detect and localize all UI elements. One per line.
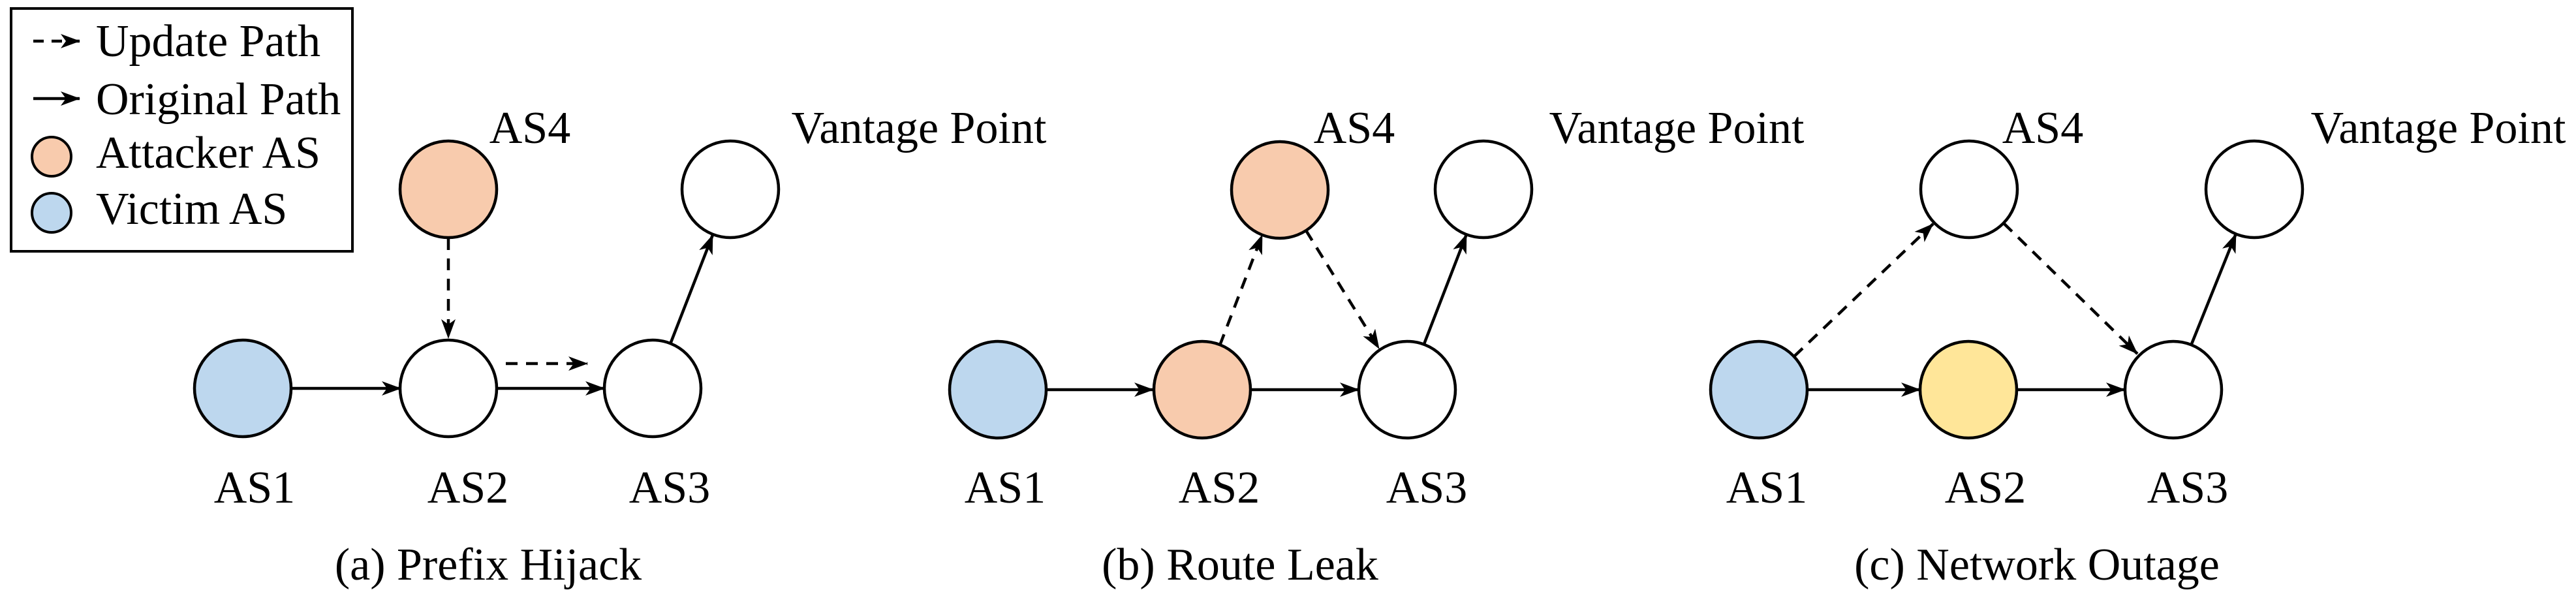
label-b-as3: AS3	[1386, 463, 1467, 513]
label-a-as3: AS3	[629, 463, 710, 513]
legend-item-original-path: Original Path	[33, 74, 341, 125]
label-c-as4: AS4	[2002, 103, 2083, 153]
label-b-as4: AS4	[1314, 103, 1395, 153]
edge-b-as3-vantage-point	[1422, 234, 1468, 345]
node-a-as1	[193, 338, 293, 439]
node-b-as4	[1230, 140, 1330, 240]
caption-c: (c) Network Outage	[1854, 540, 2220, 590]
caption-a: (a) Prefix Hijack	[335, 540, 642, 590]
node-c-as3	[2123, 339, 2224, 440]
legend-item-attacker-as: Attacker AS	[31, 128, 320, 178]
legend-item-victim-as: Victim AS	[31, 184, 287, 234]
label-b-as2: AS2	[1179, 463, 1260, 513]
node-b-as2	[1152, 339, 1252, 440]
label-c-vantage-point: Vantage Point	[2311, 103, 2566, 153]
label-a-vantage-point: Vantage Point	[792, 103, 1047, 153]
label-b-as1: AS1	[965, 463, 1046, 513]
node-c-as2	[1918, 339, 2019, 440]
node-a-as2	[398, 338, 499, 439]
node-a-as3	[602, 338, 703, 439]
diagrams: AS1 AS2 AS3 AS4 Vantage Point (a) Prefix Hija…	[193, 103, 2566, 590]
edge-b-as4-as3-update	[1305, 229, 1380, 350]
label-a-as1: AS1	[214, 463, 295, 513]
edge-a-as3-vantage-point	[668, 234, 715, 345]
legend-icon-victim-as	[31, 192, 72, 234]
legend-box	[10, 7, 354, 253]
node-a-vantage-point	[680, 139, 781, 240]
diagram-c: AS1 AS2 AS3 AS4 Vantage Point (c) Network Out…	[1709, 103, 2566, 590]
label-c-as1: AS1	[1726, 463, 1807, 513]
diagram-a: AS1 AS2 AS3 AS4 Vantage Point (a) Prefix Hija…	[193, 103, 1047, 590]
node-b-as3	[1357, 339, 1457, 440]
node-a-as4	[398, 139, 499, 240]
legend-label-update-path: Update Path	[96, 16, 320, 67]
caption-b: (b) Route Leak	[1102, 540, 1378, 590]
diagram-b: AS1 AS2 AS3 AS4 Vantage Point (b) Route Leak	[948, 103, 1805, 590]
legend-icon-attacker-as	[31, 136, 72, 178]
legend-item-update-path: Update Path	[33, 16, 320, 67]
label-a-as4: AS4	[489, 103, 570, 153]
label-c-as3: AS3	[2147, 463, 2228, 513]
legend-label-original-path: Original Path	[96, 74, 341, 125]
legend-label-attacker-as: Attacker AS	[96, 128, 320, 178]
node-c-vantage-point	[2204, 139, 2304, 240]
label-b-vantage-point: Vantage Point	[1549, 103, 1805, 153]
label-a-as2: AS2	[427, 463, 508, 513]
label-c-as2: AS2	[1945, 463, 2026, 513]
node-c-as1	[1709, 339, 1809, 440]
node-b-vantage-point	[1433, 139, 1534, 240]
edge-c-as4-as3-update	[2002, 222, 2139, 355]
node-c-as4	[1919, 139, 2019, 240]
node-b-as1	[948, 339, 1048, 440]
edge-c-as3-vantage-point	[2190, 233, 2238, 345]
legend-label-victim-as: Victim AS	[96, 184, 287, 234]
